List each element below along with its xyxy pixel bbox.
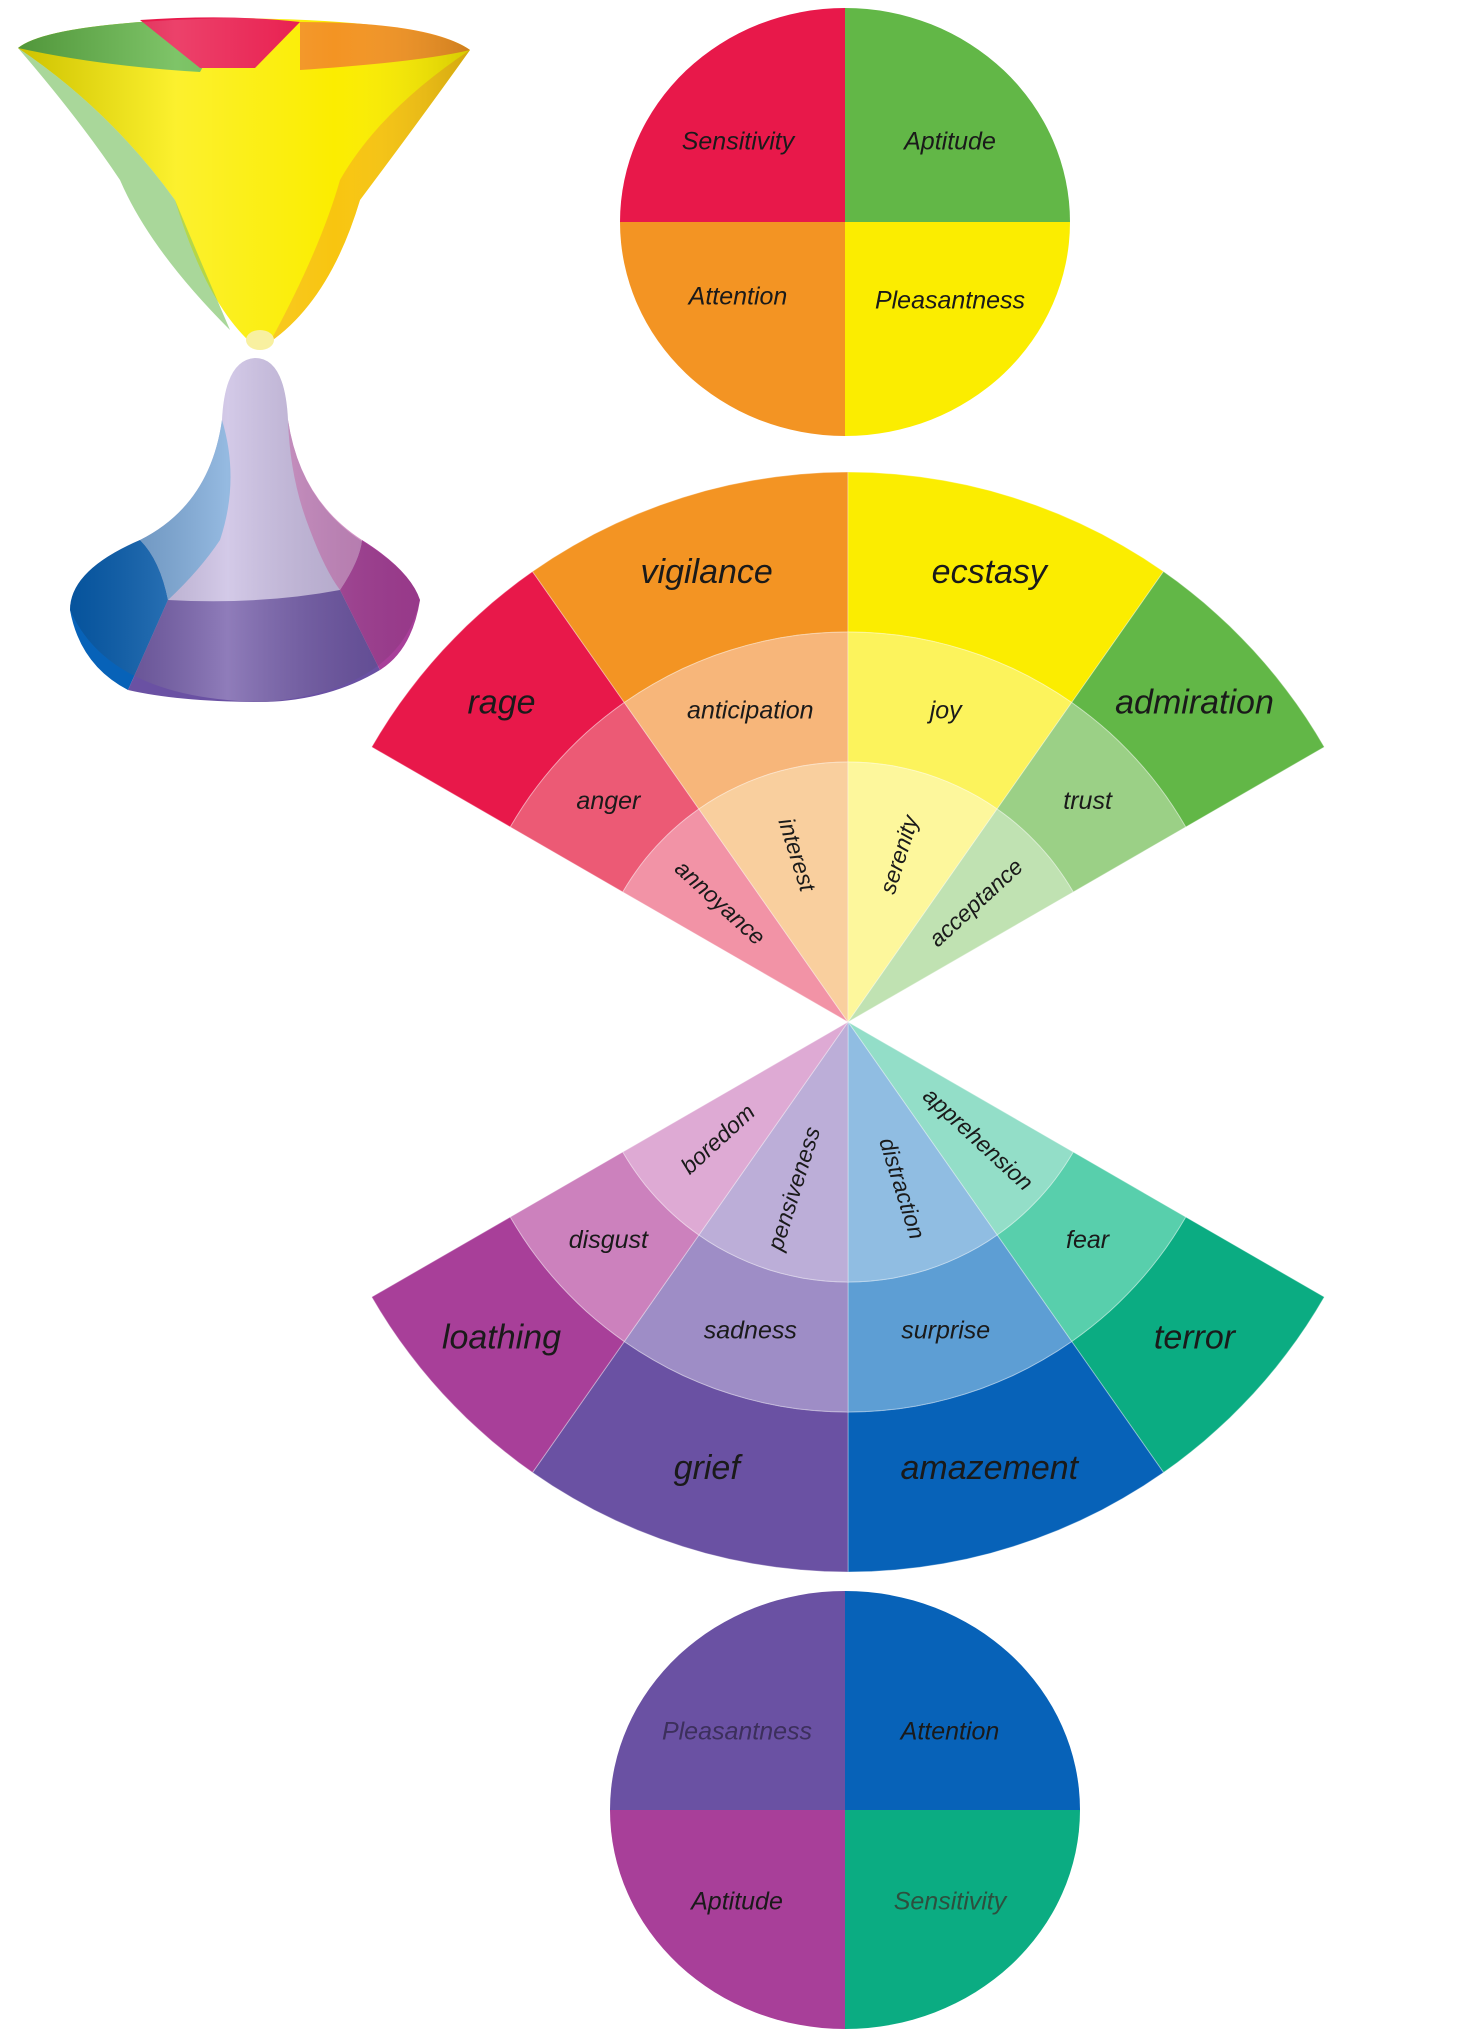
emotion-sector-distraction <box>847 1020 998 1283</box>
dimension-quadrant-aptitude <box>845 8 1070 222</box>
emotion-label-loathing: loathing <box>442 1318 561 1356</box>
bottom-dimension-disc: Pleasantness Attention Aptitude Sensitiv… <box>610 1591 1080 2029</box>
emotion-sector-interest <box>698 761 849 1024</box>
emotion-label-surprise: surprise <box>901 1317 990 1345</box>
emotion-label-grief: grief <box>674 1449 744 1487</box>
dimension-quadrant-sensitivity-bottom <box>845 1810 1080 2029</box>
emotion-label-amazement: amazement <box>900 1449 1079 1487</box>
emotion-label-terror: terror <box>1154 1318 1237 1356</box>
emotion-label-anger: anger <box>576 787 642 815</box>
emotion-sector-acceptance <box>847 808 1074 1023</box>
dimension-label-aptitude-bottom: Aptitude <box>689 1888 783 1916</box>
emotion-sector-boredom <box>622 1021 849 1236</box>
dimension-label-sensitivity: Sensitivity <box>682 128 796 156</box>
emotion-label-joy: joy <box>927 697 963 725</box>
emotion-label-ecstasy: ecstasy <box>932 553 1049 591</box>
hourglass-lower-cone <box>70 358 420 702</box>
emotion-label-trust: trust <box>1063 787 1113 815</box>
emotion-label-admiration: admiration <box>1115 683 1274 721</box>
dimension-quadrant-sensitivity <box>620 8 845 222</box>
emotion-label-sadness: sadness <box>704 1317 797 1345</box>
dimension-label-sensitivity-bottom: Sensitivity <box>894 1888 1008 1916</box>
emotion-sector-apprehension <box>847 1021 1074 1236</box>
emotion-label-rage: rage <box>467 683 535 721</box>
emotion-label-fear: fear <box>1066 1226 1111 1254</box>
emotion-sector-pensiveness <box>698 1020 849 1283</box>
dimension-label-pleasantness: Pleasantness <box>875 287 1025 315</box>
top-dimension-disc: Sensitivity Aptitude Attention Pleasantn… <box>620 8 1070 436</box>
dimension-label-pleasantness-bottom: Pleasantness <box>662 1718 812 1746</box>
dimension-quadrant-attention <box>620 222 845 436</box>
dimension-quadrant-pleasantness-bottom <box>610 1591 845 1810</box>
dimension-label-attention-bottom: Attention <box>899 1718 1000 1746</box>
emotion-label-anticipation: anticipation <box>687 697 813 725</box>
dimension-quadrant-attention-bottom <box>845 1591 1080 1810</box>
hourglass-3d-illustration <box>18 17 470 702</box>
dimension-quadrant-pleasantness <box>845 222 1070 436</box>
dimension-label-attention: Attention <box>687 283 788 311</box>
emotion-fan: annoyanceangerrageinterestanticipationvi… <box>371 471 1325 1573</box>
dimension-quadrant-aptitude-bottom <box>610 1810 845 2029</box>
hourglass-upper-funnel <box>18 17 470 350</box>
dimension-label-aptitude: Aptitude <box>902 128 996 156</box>
emotion-sector-annoyance <box>622 808 849 1023</box>
emotion-label-vigilance: vigilance <box>641 553 773 591</box>
emotion-sector-serenity <box>847 761 998 1024</box>
emotion-label-disgust: disgust <box>569 1226 649 1254</box>
